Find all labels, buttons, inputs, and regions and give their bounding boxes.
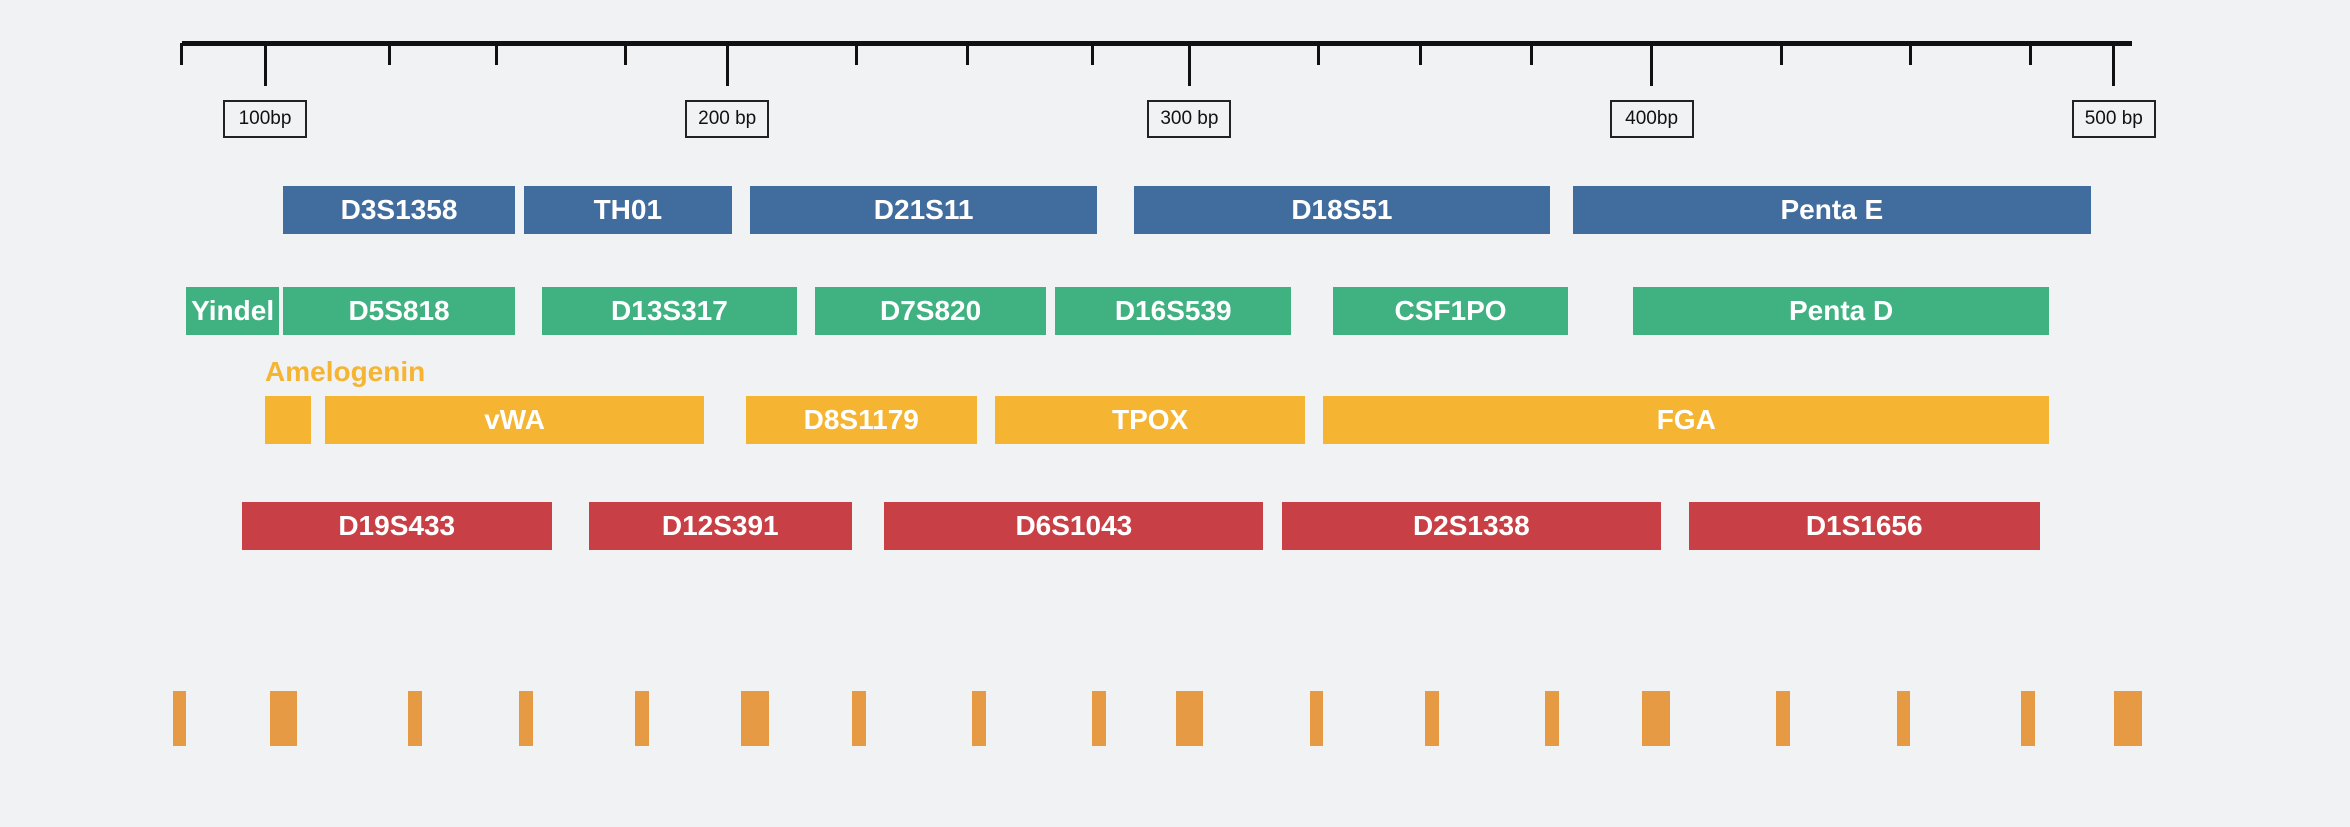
- major-tick: [1650, 43, 1654, 86]
- minor-tick: [966, 43, 970, 65]
- tick-label: 400bp: [1609, 100, 1694, 138]
- minor-tick: [1779, 43, 1783, 65]
- tick-label: 300 bp: [1147, 100, 1232, 138]
- bottom-block: [2113, 691, 2142, 746]
- minor-tick: [855, 43, 859, 65]
- marker-penta-e: Penta E: [1573, 186, 2091, 234]
- marker-d2s1338: D2S1338: [1281, 502, 1661, 550]
- marker-csf1po: CSF1PO: [1332, 287, 1569, 335]
- marker-tpox: TPOX: [995, 396, 1305, 444]
- major-tick: [725, 43, 729, 86]
- amelogenin-label: Amelogenin: [265, 356, 426, 387]
- marker-d7s820: D7S820: [815, 287, 1047, 335]
- minor-tick: [1090, 43, 1094, 65]
- bottom-block: [972, 691, 987, 746]
- bottom-block: [634, 691, 649, 746]
- minor-tick: [1317, 43, 1321, 65]
- marker-vwa: vWA: [325, 396, 705, 444]
- bottom-block: [851, 691, 866, 746]
- major-tick: [2112, 43, 2116, 86]
- marker-d18s51: D18S51: [1133, 186, 1550, 234]
- bottom-block: [1309, 691, 1324, 746]
- marker-d12s391: D12S391: [588, 502, 852, 550]
- marker-d5s818: D5S818: [283, 287, 515, 335]
- bottom-block: [519, 691, 534, 746]
- marker-amelogenin: [265, 396, 312, 444]
- bp-axis-line: [182, 41, 2132, 46]
- minor-tick: [388, 43, 392, 65]
- marker-d13s317: D13S317: [542, 287, 797, 335]
- bottom-block: [1092, 691, 1107, 746]
- marker-d3s1358: D3S1358: [283, 186, 515, 234]
- bottom-block: [1175, 691, 1204, 746]
- marker-d21s11: D21S11: [750, 186, 1097, 234]
- bottom-block: [741, 691, 769, 746]
- marker-th01: TH01: [523, 186, 732, 234]
- bottom-block: [172, 691, 187, 746]
- bottom-block: [1545, 691, 1560, 746]
- marker-d6s1043: D6S1043: [884, 502, 1264, 550]
- minor-tick: [2029, 43, 2033, 65]
- tick-label: 100bp: [223, 100, 307, 138]
- marker-d19s433: D19S433: [241, 502, 552, 550]
- marker-fga: FGA: [1323, 396, 2050, 444]
- marker-yindel: Yindel: [186, 287, 279, 335]
- bottom-block: [1776, 691, 1791, 746]
- marker-d1s1656: D1S1656: [1688, 502, 2040, 550]
- major-tick: [1187, 43, 1191, 86]
- minor-tick: [1419, 43, 1422, 65]
- major-tick: [263, 43, 267, 86]
- marker-d8s1179: D8S1179: [745, 396, 977, 444]
- marker-penta-d: Penta D: [1633, 287, 2050, 335]
- bottom-block: [1642, 691, 1671, 746]
- minor-tick: [624, 43, 628, 65]
- minor-tick: [1529, 43, 1533, 65]
- minor-tick: [1908, 43, 1912, 65]
- tick-label: 200 bp: [685, 100, 770, 138]
- tick-label: 500 bp: [2071, 100, 2156, 138]
- marker-d16s539: D16S539: [1055, 287, 1292, 335]
- bottom-block: [269, 691, 298, 746]
- bottom-block: [408, 691, 423, 746]
- minor-tick: [180, 43, 184, 65]
- minor-tick: [494, 43, 498, 65]
- bottom-block: [2021, 691, 2036, 746]
- bottom-block: [1425, 691, 1439, 746]
- bottom-block: [1896, 691, 1911, 746]
